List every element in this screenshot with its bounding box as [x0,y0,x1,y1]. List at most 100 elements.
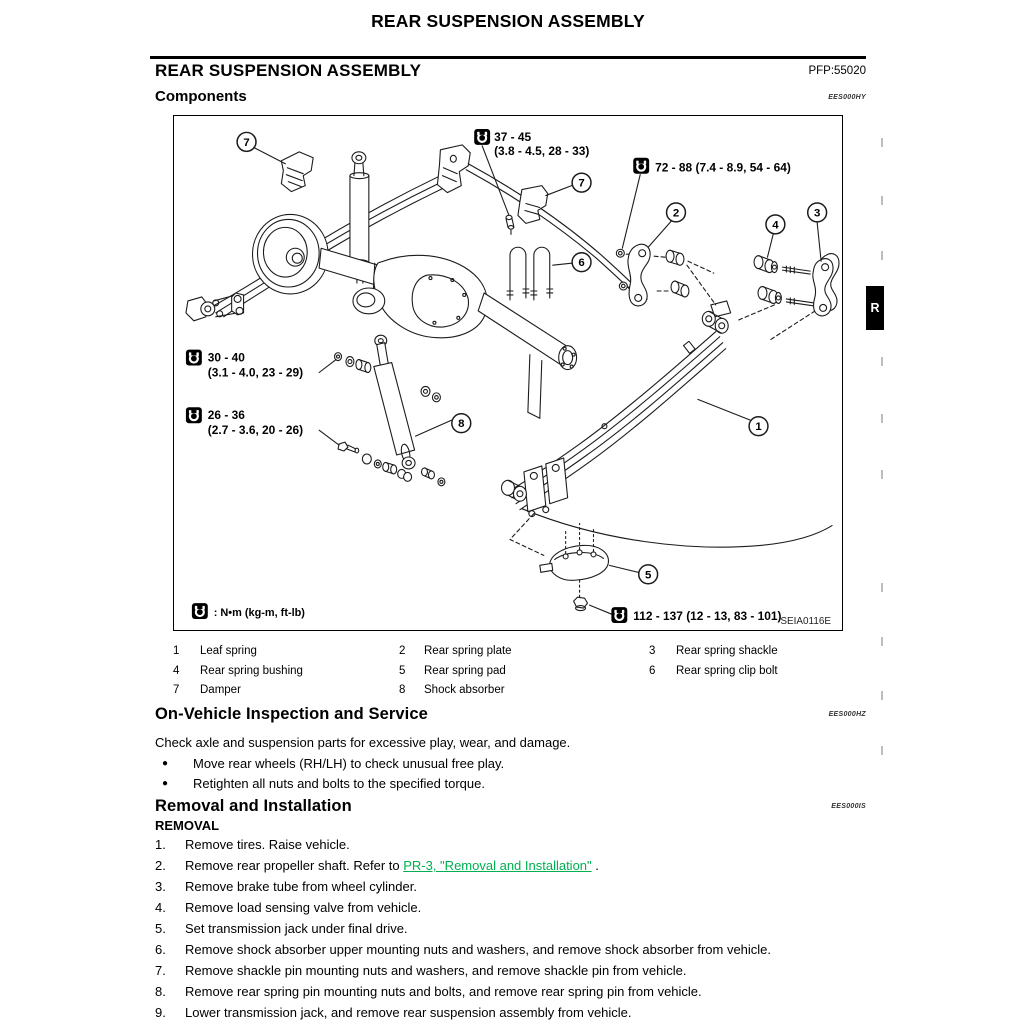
part-num: 7 [173,684,180,696]
svg-text:6: 6 [578,257,584,269]
step-text: Remove shackle pin mounting nuts and was… [185,963,687,978]
part-label: Rear spring bushing [200,664,303,677]
callout-2 [665,202,687,223]
damper-bracket-right [505,185,549,235]
part-num: 5 [399,664,406,677]
margin-mark [881,357,883,366]
page-title: REAR SUSPENSION ASSEMBLY [371,11,645,31]
removal-step: 6. Remove shock absorber upper mounting … [155,942,1015,957]
part-num: 8 [399,684,406,696]
part-label: Shock absorber [424,684,505,696]
pr3-removal-link[interactable]: PR-3, "Removal and Installation" [403,858,592,873]
rear-spring-plate [615,243,690,307]
part-num: 6 [649,664,656,677]
inspection-header: On-Vehicle Inspection and Service EES000… [155,705,866,724]
margin-mark [881,414,883,423]
differential-housing [352,254,488,339]
leader-lines [253,145,822,615]
rear-spring-shackle-and-bushings [753,253,840,317]
svg-text:(3.1 - 4.0, 23 - 29): (3.1 - 4.0, 23 - 29) [208,365,303,379]
bullet-icon: ● [162,778,169,789]
callout-numbers: 7 7 2 3 4 6 8 1 5 [243,137,820,581]
title-rule [150,56,866,59]
callout-7-left [236,131,257,153]
axle-tube-right [477,292,578,419]
svg-text:(3.8 - 4.5, 28 - 33): (3.8 - 4.5, 28 - 33) [494,144,589,158]
part-num: 2 [399,645,406,657]
removal-step: 2. Remove rear propeller shaft. Refer to… [155,858,1015,873]
step-text: Set transmission jack under final drive. [185,921,408,936]
removal-step: 8. Remove rear spring pin mounting nuts … [155,984,1015,999]
part-num: 3 [649,645,656,657]
torque-26-36: 26 - 36 [208,408,245,422]
part-label: Leaf spring [200,645,257,657]
margin-mark [881,470,883,479]
removal-step: 5. Set transmission jack under final dri… [155,921,1015,936]
margin-mark [881,196,883,205]
pfp-code: PFP:55020 [808,65,866,77]
callout-circles [236,131,828,585]
torque-30-40: 30 - 40 [208,351,245,365]
svg-text:1: 1 [755,421,762,433]
torque-legend-note: : N•m (kg-m, ft-lb) [214,607,306,619]
step-text: Remove rear spring pin mounting nuts and… [185,984,702,999]
leaf-spring [507,300,833,548]
callout-1 [748,415,769,437]
svg-text:7: 7 [243,137,249,149]
removal-step: 9. Lower transmission jack, and remove r… [155,1005,1015,1020]
removal-step: 3. Remove brake tube from wheel cylinder… [155,879,1015,894]
step-text: Lower transmission jack, and remove rear… [185,1005,632,1020]
suspension-exploded-drawing: 7 7 2 3 4 6 8 1 5 37 - 45 (3.8 - 4.5, 28… [184,127,840,627]
svg-text:(2.7 - 3.6, 20 - 26): (2.7 - 3.6, 20 - 26) [208,423,303,437]
section-index-tab: R [866,286,884,330]
step-number: 8. [155,984,166,999]
step-number: 3. [155,879,166,894]
margin-mark [881,746,883,755]
installed-spring-band [465,163,648,304]
svg-text:2: 2 [673,207,679,219]
figure-code: SEIA0116E [780,616,831,627]
step-text-suffix: . [591,858,599,873]
svg-text:5: 5 [645,569,652,581]
svg-text:3: 3 [814,207,820,219]
step-text: Remove load sensing valve from vehicle. [185,900,422,915]
removal-ees-code: EES000IS [831,803,866,810]
u-bolts [506,246,554,301]
inspection-intro: Check axle and suspension parts for exce… [155,735,571,750]
part-label: Rear spring shackle [676,645,778,657]
step-text: Remove rear propeller shaft. Refer to PR… [185,858,599,873]
removal-subheading: REMOVAL [155,818,220,833]
part-num: 1 [173,645,180,657]
part-label: Rear spring pad [424,664,506,677]
components-ees-code: EES000HY [828,94,866,101]
svg-text:8: 8 [458,418,464,430]
step-text: Remove brake tube from wheel cylinder. [185,879,417,894]
spring-end-clamps [500,457,569,518]
removal-step: 4. Remove load sensing valve from vehicl… [155,900,1015,915]
torque-labels: 37 - 45 (3.8 - 4.5, 28 - 33) 72 - 88 (7.… [184,127,831,627]
margin-mark [881,251,883,260]
torque-72-88: 72 - 88 (7.4 - 8.9, 54 - 64) [655,161,791,175]
bullet-text: Move rear wheels (RH/LH) to check unusua… [193,756,505,771]
components-heading: Components [155,88,247,105]
part-num: 4 [173,664,180,677]
callout-4 [765,214,786,235]
bullet-icon: ● [162,758,169,769]
mounting-hardware [333,352,446,487]
margin-mark [881,691,883,700]
step-number: 7. [155,963,166,978]
components-diagram: 7 7 2 3 4 6 8 1 5 37 - 45 (3.8 - 4.5, 28… [173,115,843,631]
components-header: Components EES000HY [155,88,866,105]
inspection-bullet: ● Retighten all nuts and bolts to the sp… [155,776,866,791]
step-text: Remove shock absorber upper mounting nut… [185,942,772,957]
shock-absorber [373,334,416,470]
inspection-ees-code: EES000HZ [828,711,866,718]
bullet-text: Retighten all nuts and bolts to the spec… [193,776,485,791]
damper-bracket-left [280,151,314,193]
removal-header: Removal and Installation EES000IS [155,797,866,816]
margin-mark [881,138,883,147]
part-label: Damper [200,684,241,696]
section-title: REAR SUSPENSION ASSEMBLY [155,61,422,80]
step-number: 5. [155,921,166,936]
